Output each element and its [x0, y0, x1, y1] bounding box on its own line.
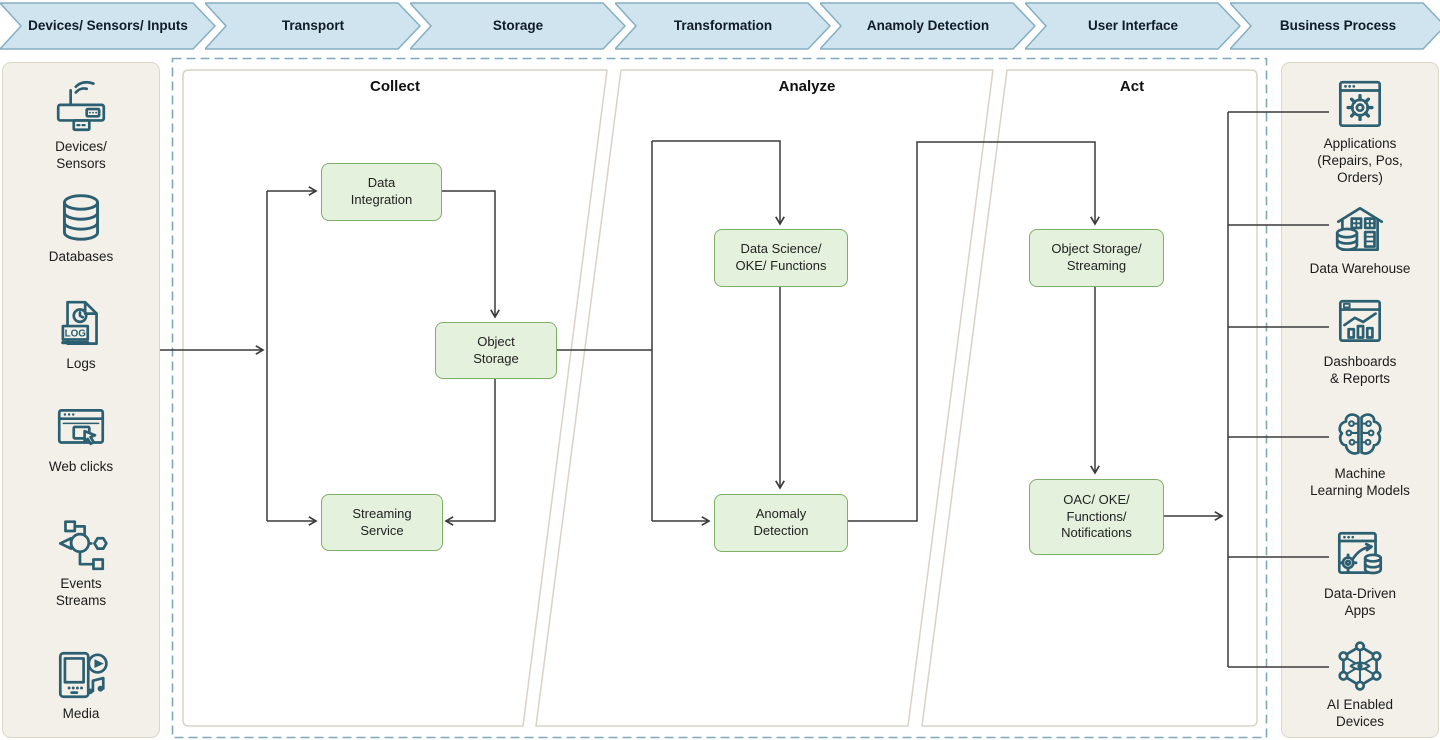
destination-item-data-driven-apps: Data-Driven Apps: [1282, 526, 1438, 620]
stage-label: Storage: [492, 18, 544, 34]
destination-item-label: Applications (Repairs, Pos, Orders): [1317, 136, 1403, 185]
destination-item-label: Machine Learning Models: [1310, 466, 1410, 498]
data-warehouse-icon: [1331, 201, 1389, 259]
destination-item-label: Data-Driven Apps: [1323, 586, 1397, 618]
stage-label: Devices/ Sensors/ Inputs: [28, 18, 188, 34]
node-streaming-service: Streaming Service: [321, 494, 443, 551]
chevron-shape-icon: [1230, 2, 1440, 50]
chevron-shape-icon: [0, 2, 216, 50]
destination-item-machine-learning-models: Machine Learning Models: [1282, 406, 1438, 500]
media-icon: [52, 646, 110, 704]
source-item-label: Devices/ Sensors: [55, 139, 107, 171]
source-item-logs: LOG Web clicks Logs: [3, 296, 159, 373]
machine-learning-brain-icon: [1331, 406, 1389, 464]
data-driven-apps-icon: [1331, 526, 1389, 584]
source-item-label: Logs: [66, 356, 96, 371]
act-section-title: Act: [1119, 78, 1145, 95]
analyze-panel: [535, 69, 994, 727]
node-oac-oke-functions-notifications: OAC/ OKE/ Functions/ Notifications: [1029, 479, 1164, 555]
stage-chevron-transport: Transport: [205, 2, 421, 50]
web-clicks-icon: [52, 399, 110, 457]
stage-chevron-storage: Storage: [410, 2, 626, 50]
node-data-integration: Data Integration: [321, 163, 442, 221]
stage-chevron-transformation: Transformation: [615, 2, 831, 50]
connector-object-storage-to-streaming-service: [444, 377, 496, 526]
event-streams-icon: [52, 516, 110, 574]
destination-item-ai-enabled-devices: AI Enabled Devices: [1282, 637, 1438, 731]
stage-chevron-anomaly-detection: Anamoly Detection: [820, 2, 1036, 50]
chevron-shape-icon: [820, 2, 1036, 50]
database-icon: [52, 189, 110, 247]
source-item-label: Media: [62, 706, 100, 721]
stage-label: Transformation: [673, 18, 773, 34]
application-window-gear-icon: [1331, 76, 1389, 134]
pipeline-dashed-boundary: [171, 57, 1268, 739]
destination-item-label: AI Enabled Devices: [1326, 697, 1394, 729]
stage-chevron-devices-sensors-inputs: Devices/ Sensors/ Inputs: [0, 2, 216, 50]
dashboards-reports-icon: [1331, 294, 1389, 352]
source-item-media: Media: [3, 646, 159, 723]
destination-item-dashboards-reports: Dashboards & Reports: [1282, 294, 1438, 388]
act-panel: [921, 69, 1258, 727]
node-object-storage-streaming: Object Storage/ Streaming: [1029, 229, 1164, 287]
stage-label: Transport: [281, 18, 345, 34]
collect-section-title: Collect: [369, 78, 420, 95]
stage-label: Anamoly Detection: [866, 18, 990, 34]
sources-sidebar: Devices/ Sensors Databases LOG W: [2, 62, 160, 738]
node-anomaly-detection: Anomaly Detection: [714, 494, 848, 552]
chevron-shape-icon: [615, 2, 831, 50]
source-item-web-clicks: Web clicks: [3, 399, 159, 476]
node-object-storage: Object Storage: [435, 322, 557, 379]
connector-to-data-science: [652, 140, 785, 226]
source-item-label: Databases: [48, 249, 114, 264]
stage-chevron-user-interface: User Interface: [1025, 2, 1241, 50]
log-icon-text: LOG: [65, 328, 87, 339]
chevron-shape-icon: [205, 2, 421, 50]
chevron-shape-icon: [1025, 2, 1241, 50]
node-data-science-oke-functions: Data Science/ OKE/ Functions: [714, 229, 848, 287]
destinations-sidebar: Applications (Repairs, Pos, Orders) Data…: [1281, 62, 1439, 738]
stage-label: User Interface: [1087, 18, 1179, 34]
chevron-shape-icon: [410, 2, 626, 50]
source-item-devices-sensors: Devices/ Sensors: [3, 79, 159, 173]
router-icon: [52, 79, 110, 137]
destination-item-label: Data Warehouse: [1309, 261, 1411, 276]
stage-label: Business Process: [1279, 18, 1397, 34]
connector-data-integration-to-object-storage: [440, 190, 500, 319]
ai-network-icon: [1331, 637, 1389, 695]
destination-item-data-warehouse: Data Warehouse: [1282, 201, 1438, 278]
source-item-label: Web clicks: [48, 459, 114, 474]
destination-item-applications: Applications (Repairs, Pos, Orders): [1282, 76, 1438, 187]
connector-anomaly-detection-to-object-storage-streaming: [846, 141, 1100, 522]
analyze-section-title: Analyze: [778, 78, 836, 95]
destination-item-label: Dashboards & Reports: [1323, 354, 1397, 386]
source-item-databases: Databases: [3, 189, 159, 266]
source-item-label: Events Streams: [55, 576, 107, 608]
log-file-icon: LOG: [52, 296, 110, 354]
stage-chevron-business-process: Business Process: [1230, 2, 1440, 50]
source-item-events-streams: Events Streams: [3, 516, 159, 610]
